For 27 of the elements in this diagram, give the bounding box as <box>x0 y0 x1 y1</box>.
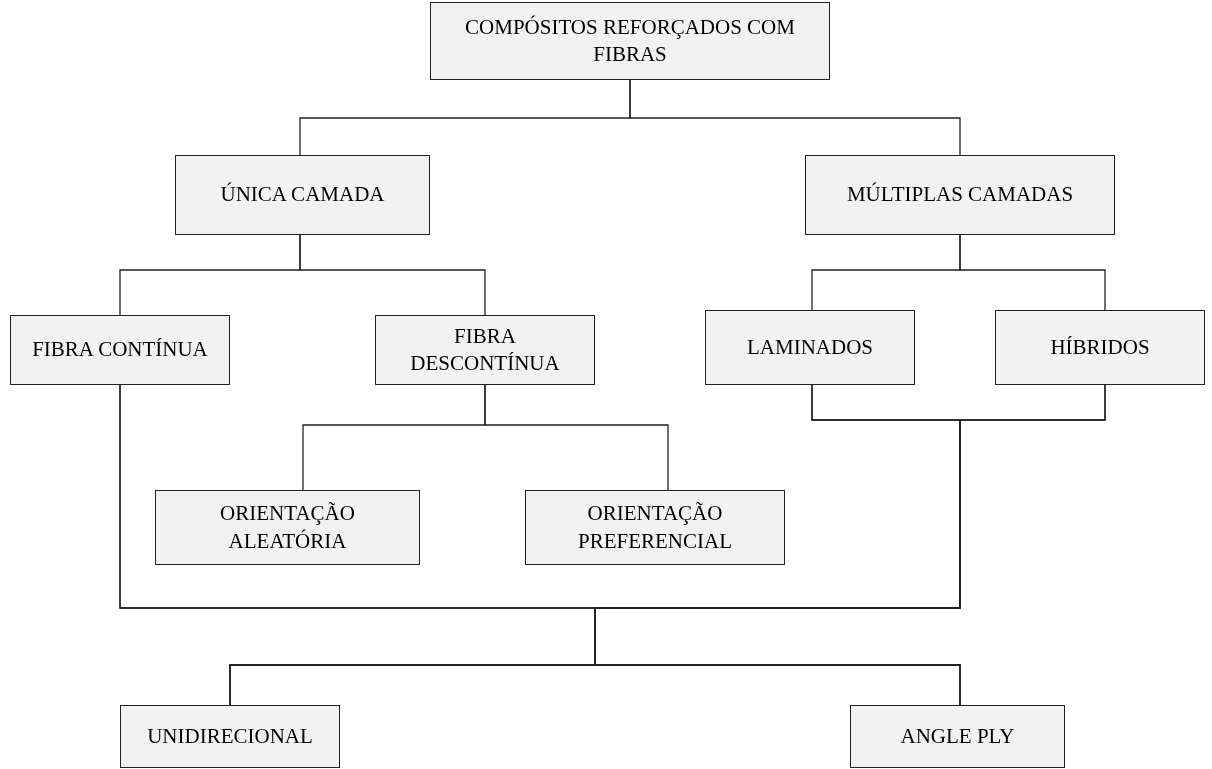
category-label: FIBRA CONTÍNUA <box>32 336 208 364</box>
category-box <box>120 705 340 768</box>
category-label: UNIDIRECIONAL <box>147 722 313 750</box>
category-label: COMPÓSITOS REFORÇADOS COM FIBRAS <box>464 13 796 68</box>
category-box <box>10 315 230 385</box>
category-box <box>525 490 785 565</box>
connector-line <box>484 384 669 491</box>
category-label: ANGLE PLY <box>900 722 1015 750</box>
category-label: ORIENTAÇÃO ALEATÓRIA <box>219 500 356 555</box>
category-label: ORIENTAÇÃO PREFERENCIAL <box>577 500 733 555</box>
category-box <box>430 2 830 80</box>
category-box <box>805 155 1115 235</box>
category-label: MÚLTIPLAS CAMADAS <box>846 181 1074 209</box>
category-label: HÍBRIDOS <box>1050 333 1150 361</box>
category-box <box>155 490 420 565</box>
category-box <box>995 310 1205 385</box>
connector-line <box>629 79 961 156</box>
category-label: FIBRA DESCONTÍNUA <box>409 322 561 377</box>
category-box <box>850 705 1065 768</box>
category-box <box>705 310 915 385</box>
category-box <box>375 315 595 385</box>
category-box <box>175 155 430 235</box>
connector-line <box>959 234 1106 311</box>
connector-line <box>299 234 486 316</box>
connector-line <box>594 384 1106 706</box>
category-label: ÚNICA CAMADA <box>220 181 385 209</box>
category-label: LAMINADOS <box>747 333 873 361</box>
